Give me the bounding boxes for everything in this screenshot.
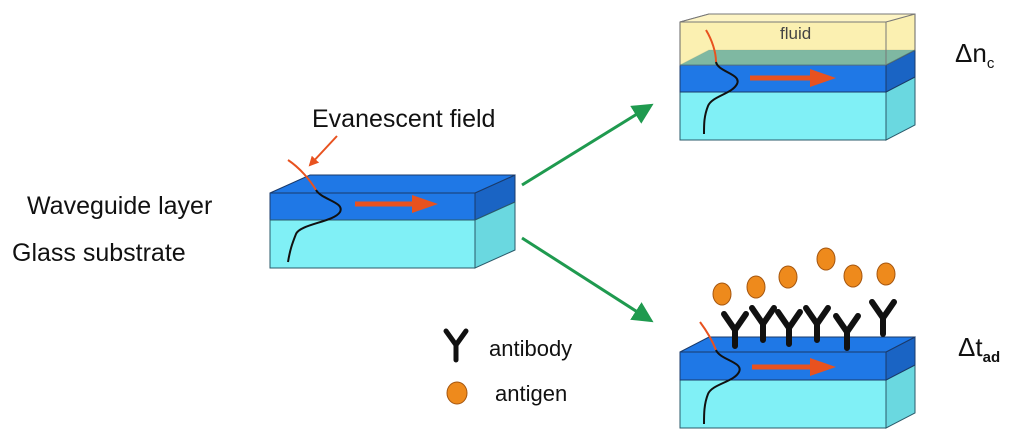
evanescent-pointer: [308, 135, 338, 167]
antibody-molecules: [721, 299, 897, 351]
substrate-front-face: [269, 219, 476, 269]
evanescent-wave-curve: [287, 159, 317, 191]
waveguide-layer-label: Waveguide layer: [27, 192, 213, 220]
delta-symbol: Δ: [955, 38, 973, 68]
antibody-legend-icon: [443, 328, 469, 363]
antigen-legend-label: antigen: [495, 381, 568, 406]
fluid-label: fluid: [780, 24, 812, 43]
antigen-legend-icon: [446, 381, 468, 405]
glass-substrate-label: Glass substrate: [12, 239, 186, 267]
antibody-legend-label: antibody: [489, 336, 573, 361]
refractive-index-change-label: Δnc: [955, 40, 994, 71]
evanescent-field-label: Evanescent field: [312, 105, 496, 133]
delta-symbol: Δ: [958, 332, 976, 362]
arrow-to-refractive-change: [521, 103, 654, 187]
center-waveguide-block: [269, 135, 516, 269]
arrow-to-adlayer-change: [521, 236, 654, 323]
adlayer-thickness-change-label: Δtad: [958, 334, 1000, 365]
thickness-subscript: ad: [982, 349, 1001, 366]
antigen-molecules: [712, 247, 896, 306]
fluid-block: [679, 13, 916, 141]
refractive-variable: n: [972, 38, 987, 68]
thickness-variable: t: [975, 332, 983, 362]
adlayer-block: [679, 247, 916, 429]
refractive-subscript: c: [986, 55, 995, 72]
